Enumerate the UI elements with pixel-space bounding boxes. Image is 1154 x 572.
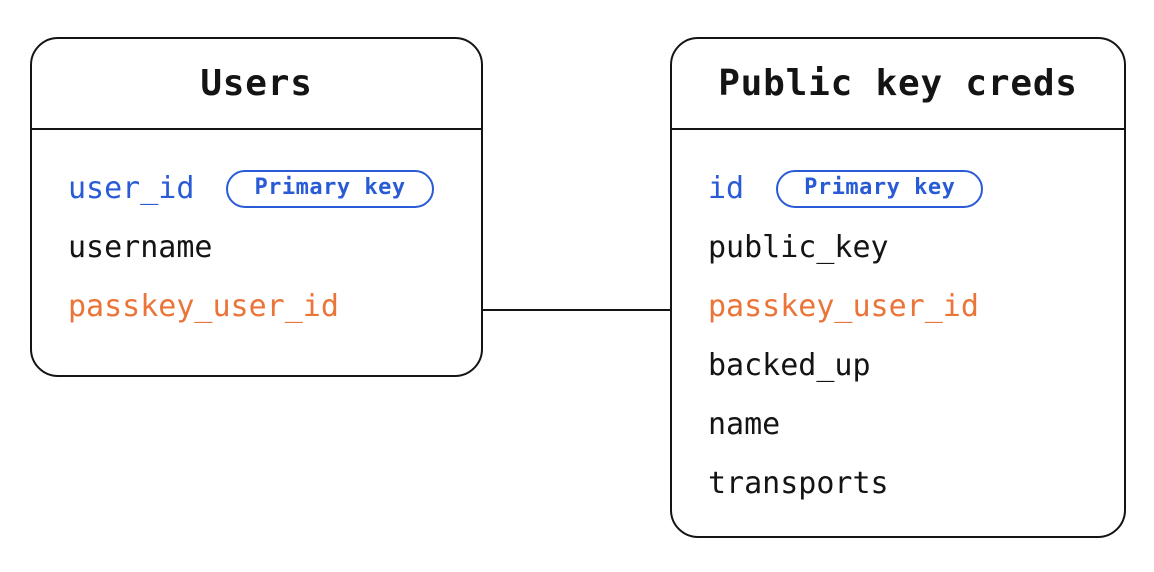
table-users-fields: user_id Primary key username passkey_user_i… [32, 130, 481, 336]
field-row-backed_up: backed_up [708, 336, 1124, 395]
primary-key-badge: Primary key [776, 169, 984, 208]
primary-key-badge: Primary key [226, 169, 434, 208]
field-label-passkey_user_id: passkey_user_id [68, 289, 339, 324]
table-users-title: Users [200, 63, 313, 104]
field-label-id: id [708, 171, 745, 206]
field-row-user_id: user_id Primary key [68, 159, 481, 218]
field-row-passkey_user_id: passkey_user_id [68, 277, 481, 336]
field-label-user_id: user_id [68, 171, 195, 206]
field-row-passkey_user_id: passkey_user_id [708, 277, 1124, 336]
table-users: Users user_id Primary key username passkey_… [30, 37, 483, 377]
field-label-passkey_user_id: passkey_user_id [708, 289, 979, 324]
field-row-public_key: public_key [708, 218, 1124, 277]
field-row-transports: transports [708, 454, 1124, 513]
field-label-name: name [708, 407, 781, 442]
table-public-key-creds-title: Public key creds [718, 63, 1078, 104]
field-label-backed_up: backed_up [708, 348, 871, 383]
table-public-key-creds-header: Public key creds [672, 39, 1124, 130]
table-public-key-creds: Public key creds id Primary key public_key… [670, 37, 1126, 538]
field-row-username: username [68, 218, 481, 277]
field-label-username: username [68, 230, 213, 265]
field-label-transports: transports [708, 466, 889, 501]
field-row-name: name [708, 395, 1124, 454]
table-users-header: Users [32, 39, 481, 130]
relationship-connector-line [483, 309, 670, 311]
field-row-id: id Primary key [708, 159, 1124, 218]
field-label-public_key: public_key [708, 230, 889, 265]
